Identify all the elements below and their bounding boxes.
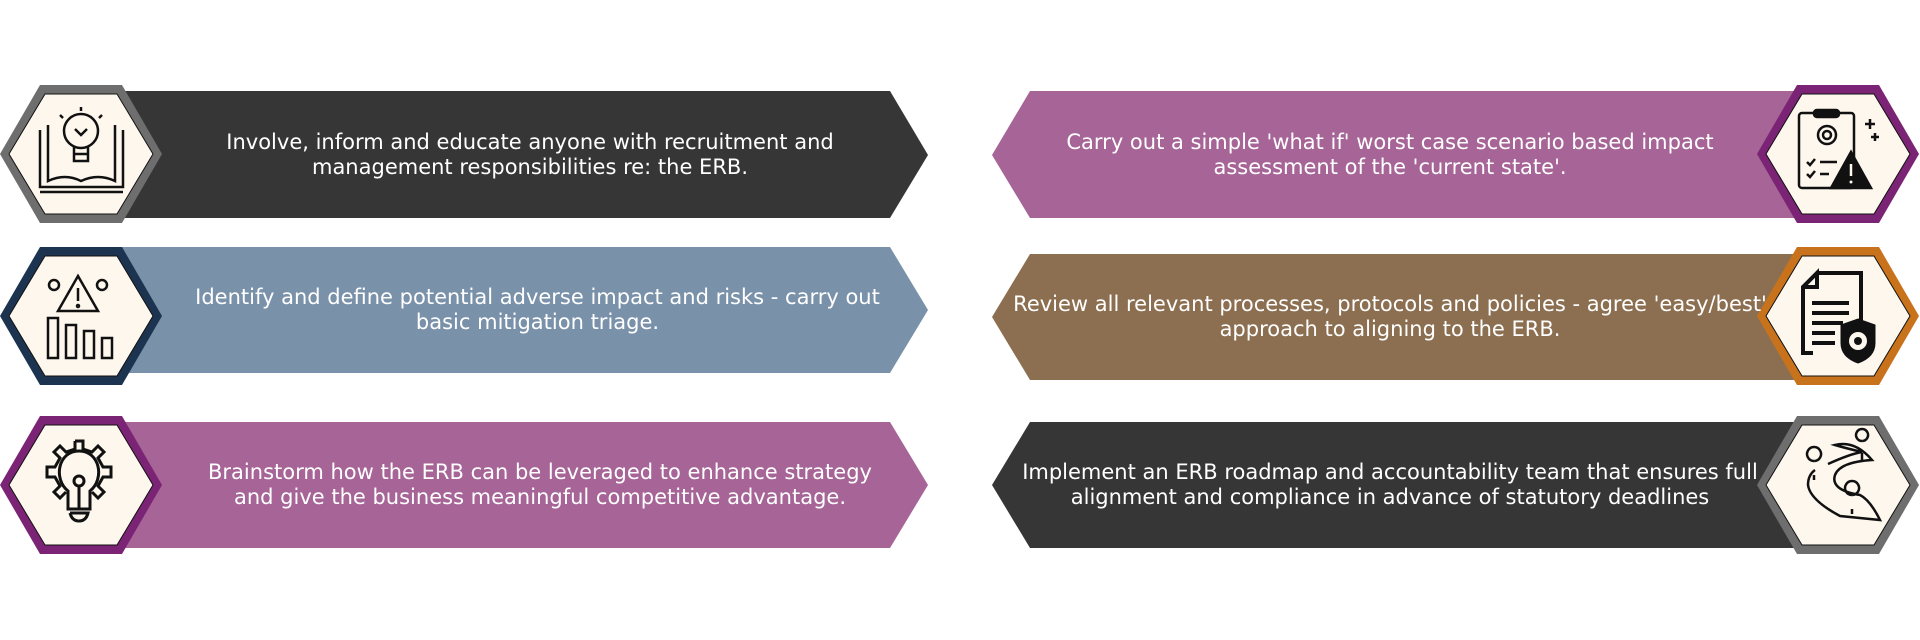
step-6-text: Implement an ERB roadmap and accountabil… bbox=[1022, 460, 1758, 509]
step-1-text: Involve, inform and educate anyone with … bbox=[226, 129, 834, 179]
banner-step-2 bbox=[100, 247, 928, 373]
step-5-text: Review all relevant processes, protocols… bbox=[1013, 292, 1767, 341]
gear-lightbulb-icon bbox=[45, 439, 113, 523]
step-3-text: Brainstorm how the ERB can be leveraged … bbox=[208, 460, 872, 509]
banner-step-3 bbox=[100, 422, 928, 548]
lightbulb-book-icon bbox=[38, 107, 125, 194]
clipboard-warning-icon bbox=[1797, 108, 1879, 190]
banner-step-5 bbox=[992, 254, 1820, 380]
roadmap-icon bbox=[1805, 427, 1883, 522]
warning-chart-icon bbox=[46, 273, 114, 360]
banner-step-4 bbox=[992, 91, 1820, 218]
banner-step-1 bbox=[100, 91, 928, 218]
document-shield-icon bbox=[1801, 268, 1876, 364]
hexagon-step-2 bbox=[0, 247, 162, 385]
banner-step-6 bbox=[992, 422, 1820, 548]
step-4-text: Carry out a simple 'what if' worst case … bbox=[1066, 129, 1714, 179]
step-2-text: Identify and define potential adverse im… bbox=[195, 285, 880, 334]
